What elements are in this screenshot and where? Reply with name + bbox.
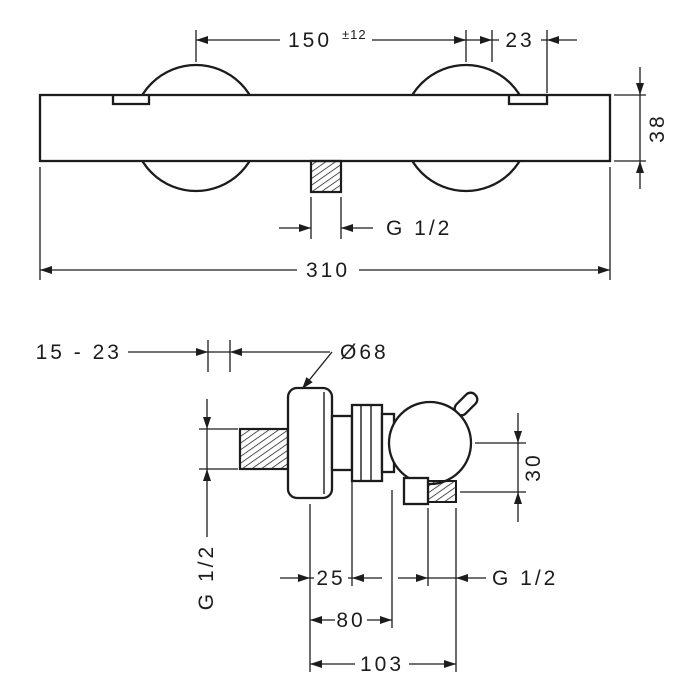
dim-depth-103-label: 103 (360, 653, 404, 676)
union-nut (350, 403, 384, 483)
dim-tolerance-label: ±12 (342, 27, 367, 42)
dim-center-distance-label: 150 (288, 29, 332, 52)
dim-side-outlet-thread: G 1/2 (398, 567, 558, 590)
dim-depth-25: 25 (280, 565, 382, 590)
dim-right-offset: 23 (462, 27, 577, 52)
temperature-handle (387, 400, 473, 486)
body-collar (330, 414, 354, 472)
outlet-thread (427, 480, 457, 503)
front-dimensions: 150 ±12 23 38 310 G (39, 27, 669, 282)
dim-escutcheon-diameter: Ø68 (301, 341, 389, 390)
dim-outlet-drop: 30 (514, 413, 545, 522)
dim-right-offset-label: 23 (505, 29, 534, 52)
dim-outlet-drop-label: 30 (522, 452, 545, 481)
dim-total-width-label: 310 (306, 259, 350, 282)
dim-front-outlet-thread: G 1/2 (279, 217, 452, 240)
dim-text-mask (297, 257, 359, 279)
side-connector-lines (206, 351, 519, 579)
side-extension-lines (199, 340, 526, 672)
front-extension-lines (39, 30, 646, 280)
leader-line (301, 351, 333, 390)
dim-text-mask (355, 651, 409, 673)
outlet-elbow (402, 476, 430, 506)
dim-depth-80-label: 80 (336, 609, 365, 632)
dim-text-mask (280, 27, 372, 49)
left-bracket-notch (111, 96, 151, 106)
dim-text-mask (499, 27, 541, 49)
dim-total-width: 310 (40, 257, 610, 282)
side-dimensions: 15 - 23 Ø68 25 80 (36, 340, 558, 676)
front-outlet-thread-label: G 1/2 (386, 217, 452, 240)
dim-depth-103: 103 (310, 651, 456, 676)
side-outlet-thread-label: G 1/2 (492, 567, 558, 590)
front-view: 150 ±12 23 38 310 G (38, 27, 669, 282)
escutcheon-diameter-label: Ø68 (340, 341, 389, 364)
dim-depth-25-label: 25 (316, 567, 345, 590)
dim-text-mask (335, 607, 367, 629)
dim-center-distance: 150 ±12 (196, 27, 466, 52)
inlet-thread-label: G 1/2 (195, 544, 218, 610)
inlet-nipple-thread (238, 427, 290, 471)
dim-wall-range: 15 - 23 (36, 341, 330, 364)
side-view: 15 - 23 Ø68 25 80 (36, 340, 558, 676)
dim-inlet-thread: G 1/2 (195, 399, 218, 610)
dim-depth-80: 80 (310, 607, 392, 632)
mixer-bar-body (38, 93, 612, 163)
bottom-outlet-connector (309, 159, 343, 194)
right-bracket-notch (507, 96, 549, 106)
nut-facet-lines (360, 405, 372, 481)
dim-body-height-label: 38 (646, 113, 669, 142)
dim-wall-range-label: 15 - 23 (36, 341, 122, 364)
escutcheon-side (286, 386, 334, 500)
dim-body-height: 38 (636, 67, 669, 189)
dim-text-mask (314, 565, 348, 587)
